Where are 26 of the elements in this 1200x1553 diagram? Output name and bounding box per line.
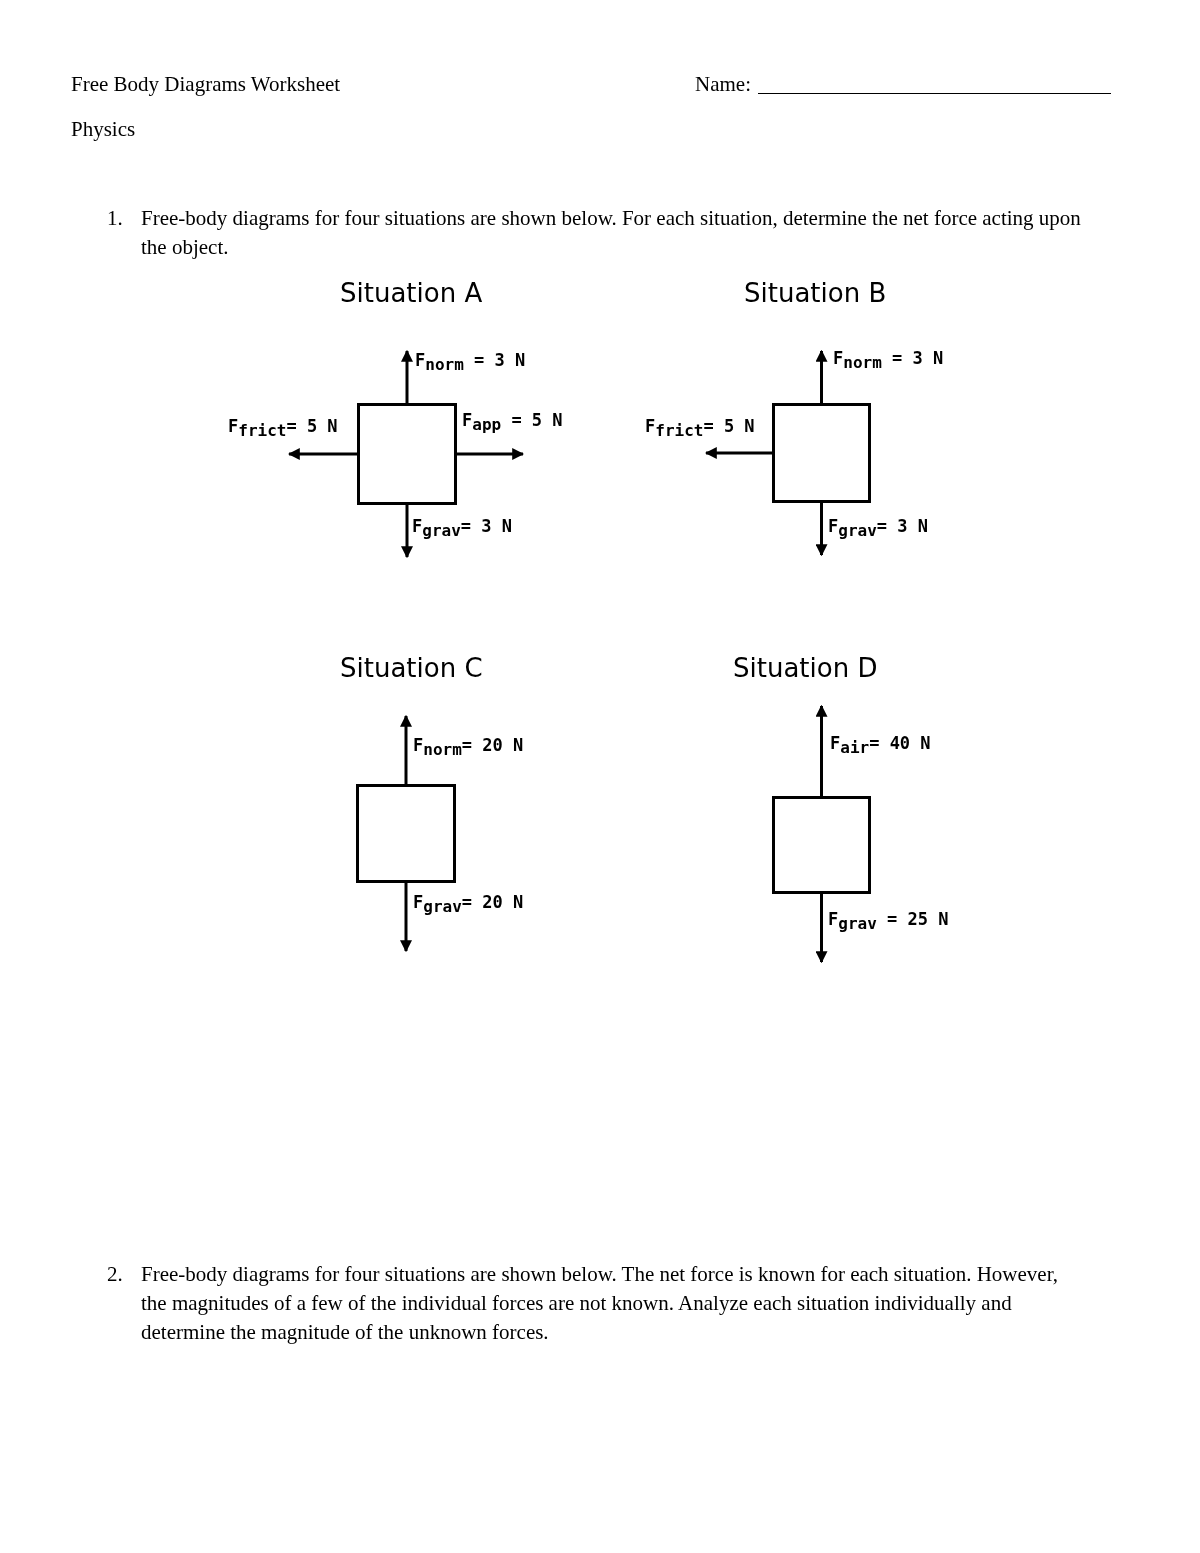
question-text: Free-body diagrams for four situations are shown below. The net force is known for each situation. However, the magnitudes of a few of the individual forces are not known. Analyze each situation individually and determine the magnitude of the unknown forces.	[141, 1261, 1060, 1346]
situation-heading: Situation B	[744, 278, 887, 308]
force-arrow	[815, 894, 828, 964]
force-arrow	[401, 349, 413, 403]
situation-heading: Situation C	[340, 653, 483, 683]
object-box	[772, 403, 871, 503]
question-text: Free-body diagrams for four situations are shown below. For each situation, determine the net force acting upon the object.	[141, 205, 1082, 261]
subject-label: Physics	[71, 116, 136, 143]
worksheet-title: Free Body Diagrams Worksheet	[71, 71, 341, 98]
situation-heading: Situation D	[733, 653, 878, 683]
question-number: 2.	[107, 1261, 123, 1288]
force-arrow	[400, 883, 412, 953]
object-box	[772, 796, 871, 894]
force-arrow	[287, 448, 357, 460]
force-arrow	[815, 349, 828, 403]
force-arrow	[400, 714, 412, 784]
force-arrow	[815, 704, 828, 796]
force-arrow	[815, 503, 828, 557]
force-arrow	[704, 447, 772, 459]
force-arrow	[401, 505, 413, 559]
name-label: Name:	[695, 71, 751, 98]
question-number: 1.	[107, 205, 123, 232]
situation-heading: Situation A	[340, 278, 483, 308]
force-arrow	[457, 448, 525, 460]
object-box	[357, 403, 457, 505]
object-box	[356, 784, 456, 883]
